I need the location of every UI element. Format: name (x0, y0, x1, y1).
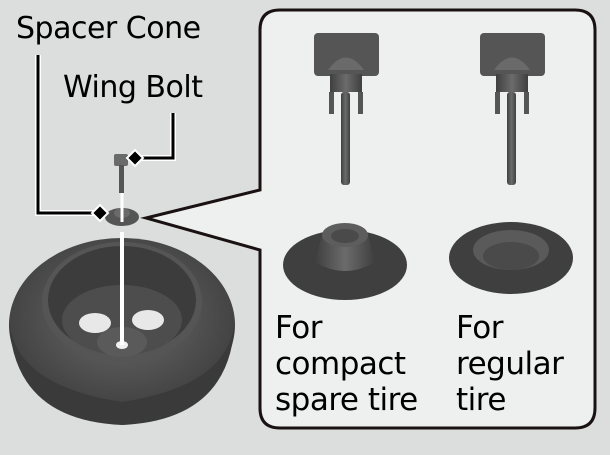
regular-caption-line3: tire (456, 382, 506, 418)
compact-caption-line1: For (275, 310, 322, 346)
wing-bolt-leader (135, 113, 176, 161)
wing-bolt-compact (314, 33, 379, 185)
regular-caption-line2: regular (456, 346, 564, 382)
spacer-cone-regular (449, 222, 573, 294)
spacer-cone-label: Spacer Cone (16, 11, 201, 46)
spacer-cone-pointer-icon (90, 203, 110, 223)
regular-caption: For regular tire (456, 310, 564, 418)
wing-bolt-pointer-icon (125, 148, 145, 168)
wing-bolt-label: Wing Bolt (63, 70, 203, 105)
regular-caption-line1: For (456, 310, 503, 346)
callout-box (140, 8, 597, 430)
spacer-cone-small (105, 205, 139, 226)
spacer-cone-compact (283, 223, 407, 300)
compact-caption-line2: compact (275, 346, 406, 382)
compact-caption: For compact spare tire (275, 310, 418, 418)
wing-bolt-small (114, 154, 128, 193)
compact-caption-line3: spare tire (275, 382, 418, 418)
wing-bolt-regular (480, 33, 545, 185)
